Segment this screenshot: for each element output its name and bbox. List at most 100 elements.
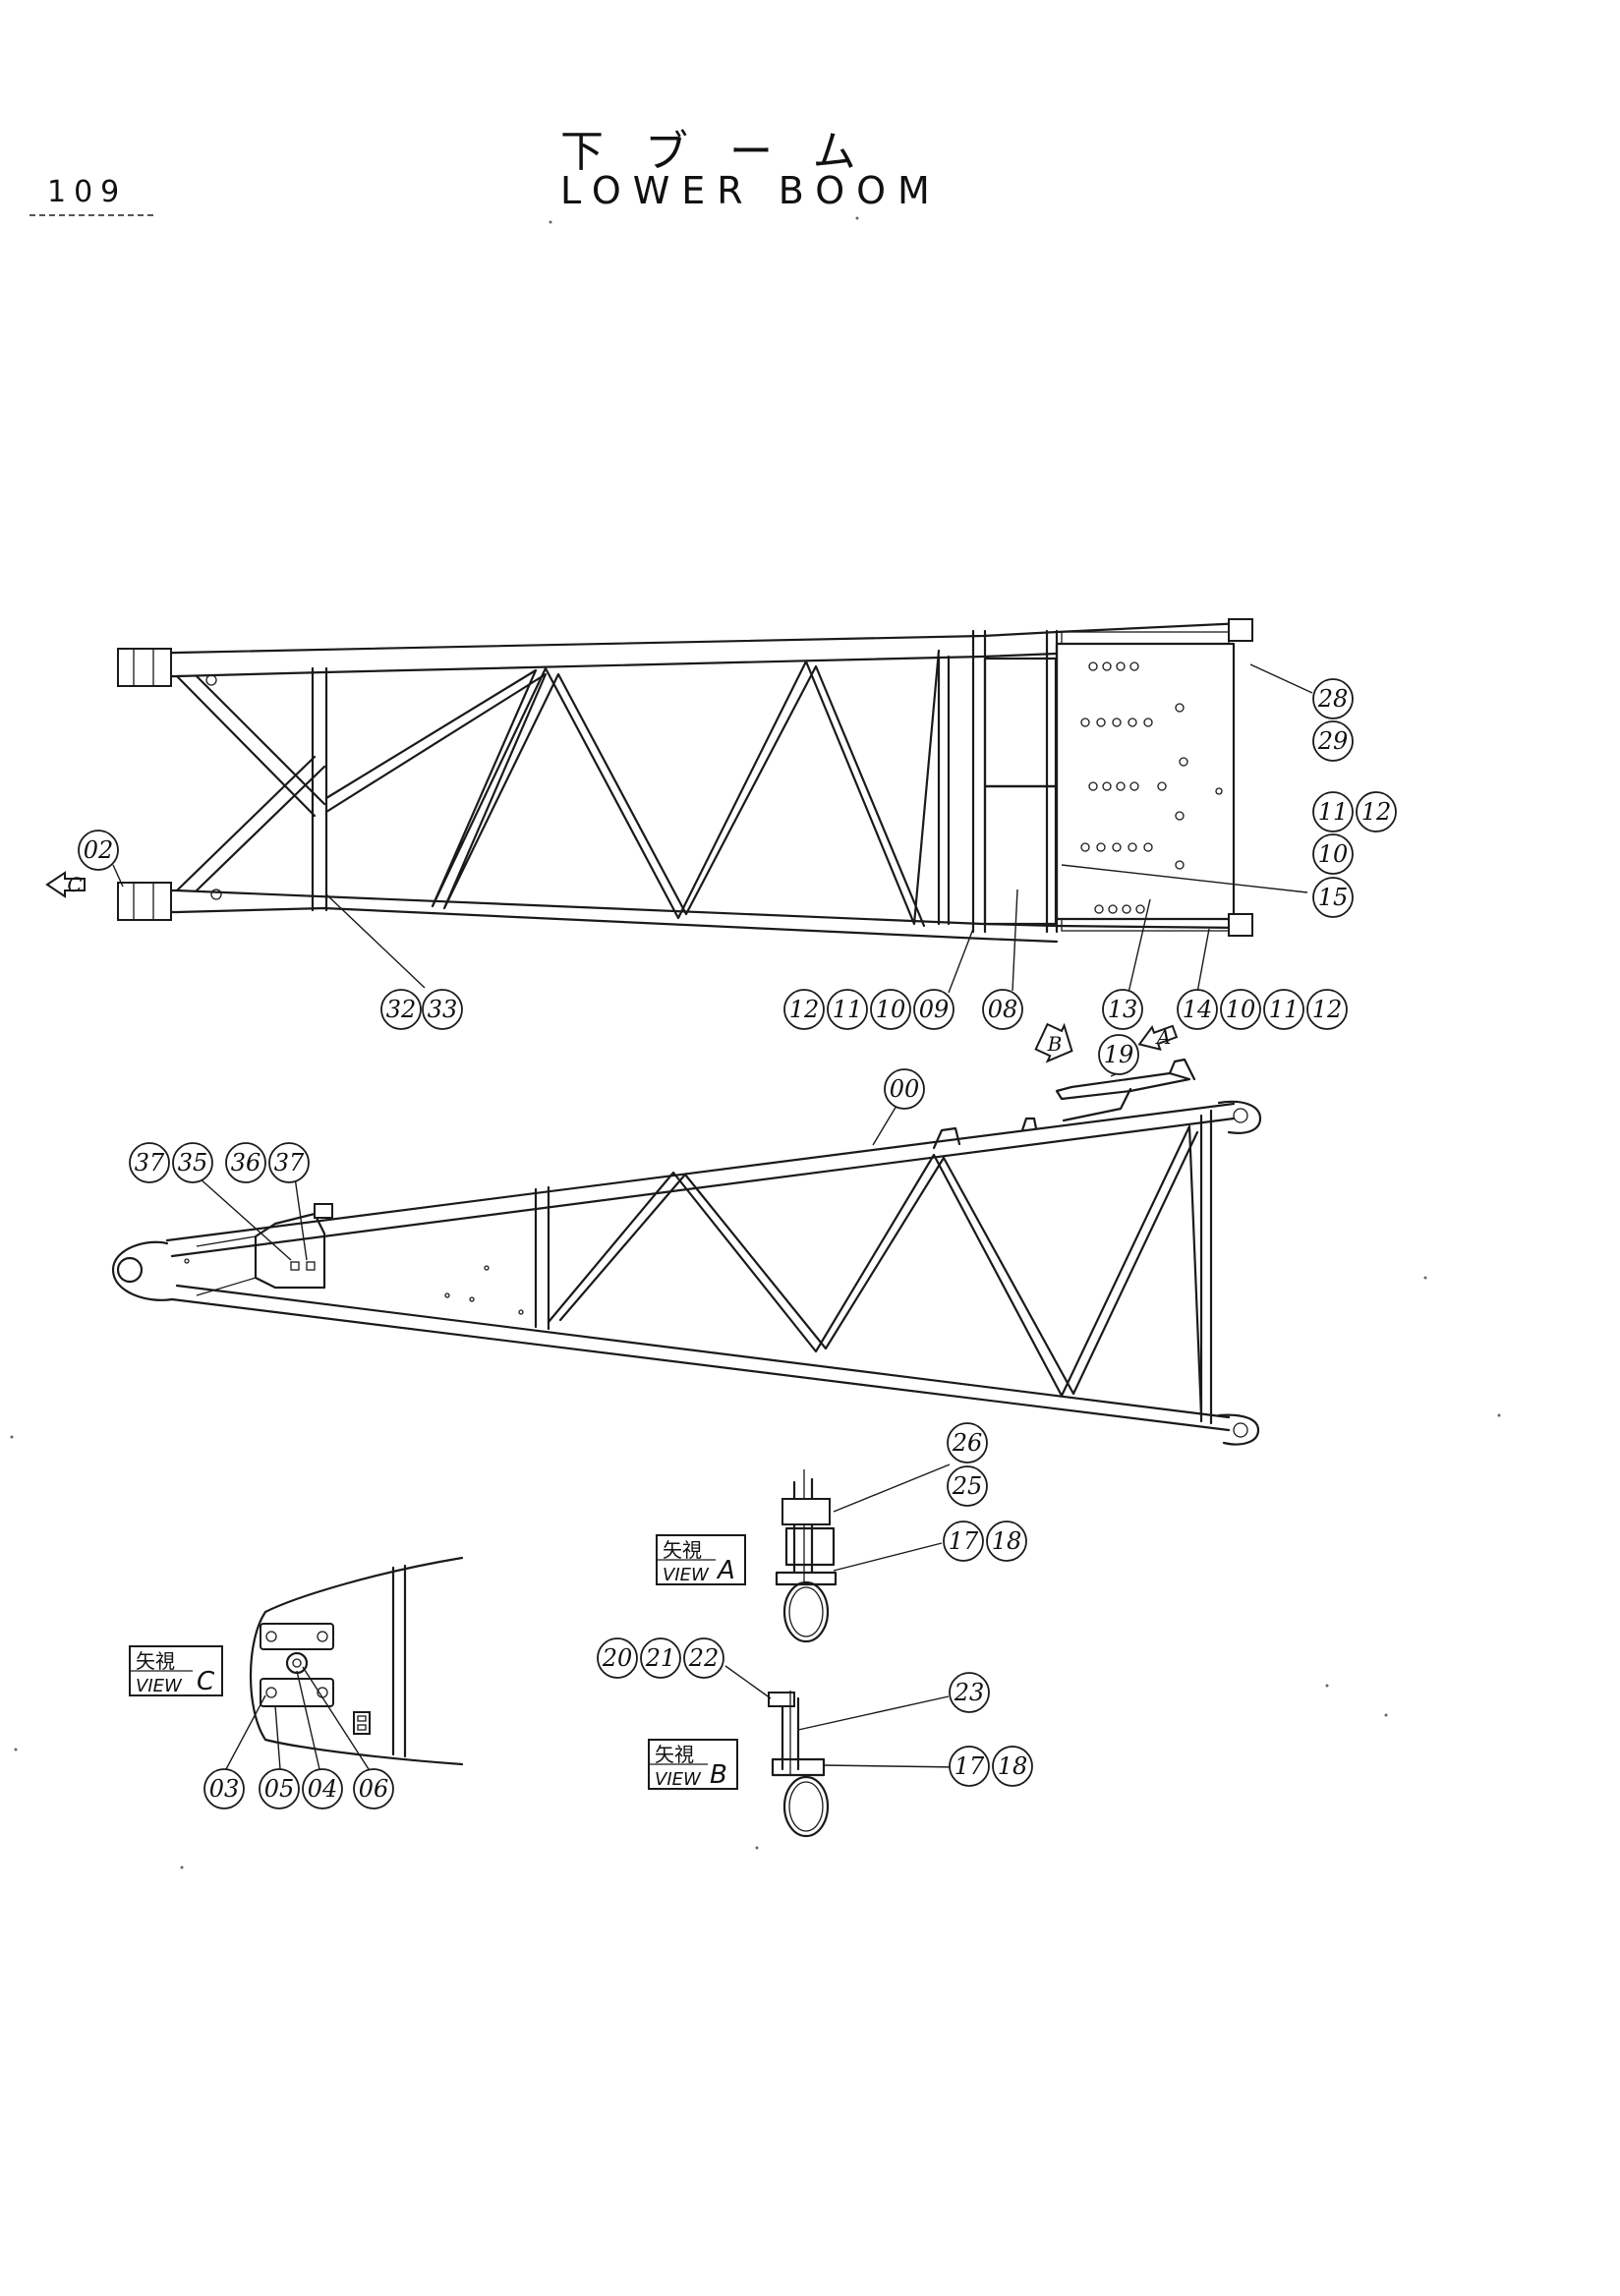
svg-text:03: 03 (209, 1775, 240, 1803)
svg-text:A: A (716, 1556, 735, 1585)
callout-36: 36 (225, 1142, 266, 1183)
svg-text:10: 10 (876, 996, 906, 1023)
callout-35: 35 (172, 1142, 213, 1183)
view-arrow-c: C (45, 871, 86, 898)
top-right-tip-upper (1228, 618, 1253, 642)
svg-text:11: 11 (1269, 996, 1300, 1023)
view-label-b: 矢視 VIEW B (648, 1739, 738, 1790)
callout-18: 18 (986, 1521, 1027, 1562)
view-arrows: C B A (45, 871, 1179, 1063)
title-english: LOWER BOOM (560, 169, 942, 212)
callout-25: 25 (947, 1465, 988, 1507)
svg-text:05: 05 (264, 1775, 295, 1803)
view-arrow-b: B (1034, 1022, 1073, 1063)
svg-text:13: 13 (1108, 996, 1138, 1023)
callout-32: 32 (380, 989, 422, 1030)
page-number: 109 (47, 175, 128, 209)
callout-11: 11 (827, 989, 868, 1030)
top-right-tip-lower (1228, 913, 1253, 937)
callout-28: 28 (1312, 678, 1354, 719)
callout-02: 02 (78, 830, 119, 871)
callout-11: 11 (1312, 791, 1354, 832)
svg-text:12: 12 (1361, 798, 1392, 826)
svg-text:C: C (67, 873, 82, 896)
callout-03: 03 (203, 1768, 245, 1809)
callout-29: 29 (1312, 720, 1354, 762)
view-label-c: 矢視 VIEW C (129, 1645, 223, 1696)
callout-19: 19 (1098, 1034, 1139, 1075)
svg-text:15: 15 (1318, 884, 1349, 911)
callout-14: 14 (1177, 989, 1218, 1030)
top-left-pin-lug-lower (117, 882, 172, 921)
svg-text:矢視: 矢視 (136, 1649, 175, 1673)
callout-37: 37 (268, 1142, 310, 1183)
callout-10: 10 (1220, 989, 1261, 1030)
svg-text:18: 18 (992, 1527, 1022, 1555)
svg-text:26: 26 (952, 1429, 983, 1457)
svg-text:10: 10 (1318, 840, 1349, 868)
base-plate (1055, 642, 1236, 921)
svg-text:37: 37 (274, 1149, 305, 1177)
view-c-detail (249, 1556, 464, 1766)
svg-text:23: 23 (954, 1679, 985, 1706)
svg-text:08: 08 (988, 996, 1018, 1023)
callout-21: 21 (640, 1637, 681, 1679)
svg-text:22: 22 (688, 1644, 720, 1672)
callout-10: 10 (870, 989, 911, 1030)
svg-text:矢視: 矢視 (655, 1743, 694, 1766)
callout-22: 22 (683, 1637, 724, 1679)
svg-text:35: 35 (178, 1149, 208, 1177)
callout-37: 37 (129, 1142, 170, 1183)
scan-specks (10, 216, 1501, 1869)
svg-text:37: 37 (135, 1149, 165, 1177)
callout-11: 11 (1263, 989, 1304, 1030)
callout-00: 00 (884, 1068, 925, 1110)
svg-text:25: 25 (952, 1472, 983, 1500)
svg-text:28: 28 (1317, 685, 1349, 713)
plate-holes (1080, 661, 1223, 914)
svg-text:29: 29 (1317, 727, 1349, 755)
callouts: 28 29 11 12 10 15 02 32 33 12 11 10 09 0… (78, 678, 1397, 1809)
view-arrow-a: A (1137, 1024, 1179, 1052)
top-left-pin-lug-upper (117, 648, 172, 687)
svg-text:18: 18 (998, 1752, 1028, 1780)
svg-text:06: 06 (359, 1775, 389, 1803)
svg-text:11: 11 (1318, 798, 1349, 826)
pendant-strut (1055, 1071, 1191, 1101)
svg-text:12: 12 (1312, 996, 1343, 1023)
svg-text:11: 11 (833, 996, 863, 1023)
svg-text:09: 09 (919, 996, 950, 1023)
callout-13: 13 (1102, 989, 1143, 1030)
foot-pin-hole (116, 1256, 144, 1284)
svg-text:C: C (197, 1667, 215, 1696)
view-label-a: 矢視 VIEW A (656, 1534, 746, 1585)
svg-text:矢視: 矢視 (663, 1538, 702, 1562)
svg-text:10: 10 (1226, 996, 1256, 1023)
callout-26: 26 (947, 1422, 988, 1464)
callout-20: 20 (597, 1637, 638, 1679)
svg-text:00: 00 (890, 1075, 920, 1103)
callout-05: 05 (259, 1768, 300, 1809)
svg-text:32: 32 (386, 996, 417, 1023)
svg-text:33: 33 (428, 996, 458, 1023)
svg-text:VIEW: VIEW (663, 1565, 710, 1585)
leader-lines (112, 663, 1313, 1770)
boom-side-view (111, 1058, 1262, 1446)
callout-10: 10 (1312, 833, 1354, 875)
callout-04: 04 (302, 1768, 343, 1809)
svg-text:14: 14 (1183, 996, 1213, 1023)
page-number-rule (29, 214, 153, 216)
svg-text:A: A (1155, 1025, 1171, 1049)
callout-33: 33 (422, 989, 463, 1030)
svg-text:17: 17 (955, 1752, 985, 1780)
callout-23: 23 (949, 1672, 990, 1713)
callout-06: 06 (353, 1768, 394, 1809)
svg-text:B: B (1047, 1032, 1063, 1056)
svg-text:36: 36 (231, 1149, 261, 1177)
callout-12: 12 (1356, 791, 1397, 832)
callout-18: 18 (992, 1746, 1033, 1787)
svg-text:B: B (710, 1760, 727, 1790)
title-japanese: 下ブーム (560, 127, 897, 177)
